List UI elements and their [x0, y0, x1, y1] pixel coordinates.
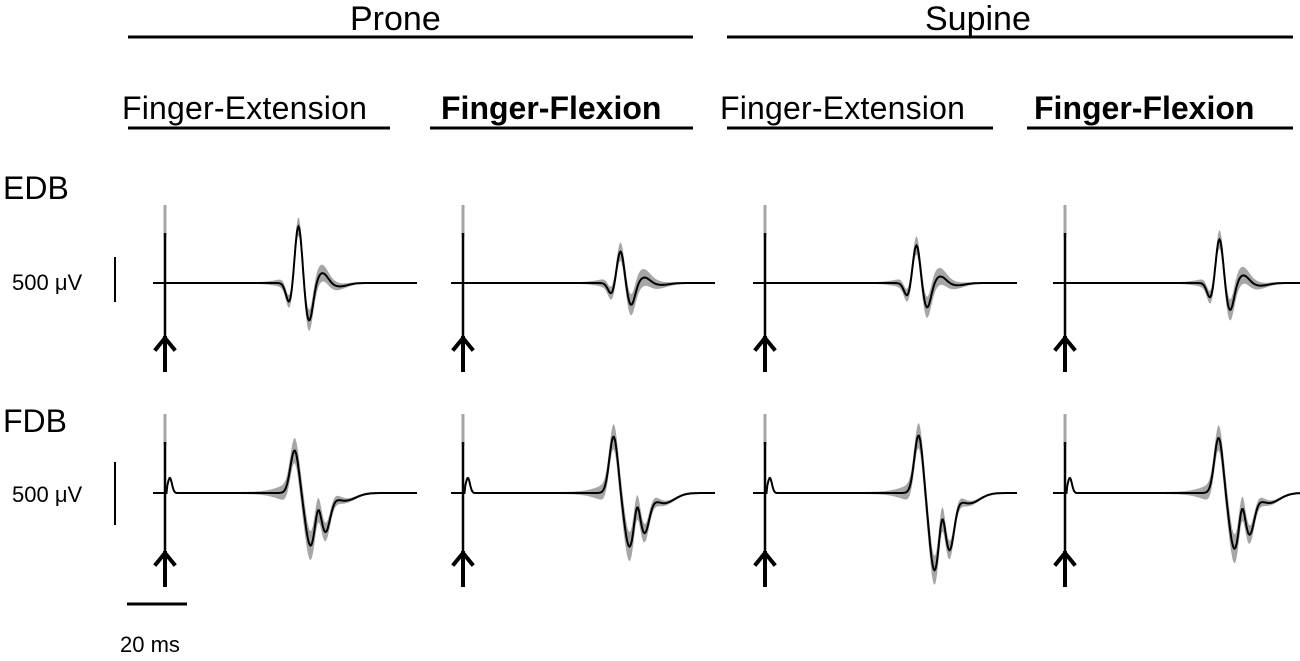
panel-edb-2 [753, 205, 1017, 372]
sd-band-edb-2 [767, 236, 1017, 318]
arrow-up-icon [1053, 334, 1077, 372]
condition-label-supine-flexion: Finger-Flexion [1034, 90, 1255, 126]
panel-fdb-1 [451, 414, 715, 587]
mean-trace-fdb-2 [753, 434, 1017, 572]
arrow-up-icon [451, 549, 475, 587]
muscle-label-fdb: FDB [3, 403, 67, 439]
mean-trace-edb-0 [153, 224, 417, 322]
muscle-label-edb: EDB [3, 170, 69, 206]
condition-label-supine-extension: Finger-Extension [720, 90, 966, 126]
panel-fdb-2 [753, 414, 1017, 587]
posture-header-prone: Prone [350, 0, 441, 38]
arrow-up-icon [1053, 549, 1077, 587]
arrow-up-icon [153, 334, 177, 372]
arrow-up-icon [753, 549, 777, 587]
arrow-up-icon [153, 549, 177, 587]
condition-label-prone-flexion: Finger-Flexion [441, 90, 662, 126]
sd-band-edb-1 [465, 242, 715, 316]
sd-band-edb-0 [167, 217, 417, 331]
mean-trace-fdb-3 [1053, 436, 1300, 550]
sd-band-fdb-2 [767, 423, 1017, 585]
amplitude-scale-label-fdb: 500 μV [12, 482, 83, 507]
mean-trace-fdb-0 [153, 449, 417, 547]
mean-trace-edb-2 [753, 243, 1017, 309]
panel-edb-1 [451, 205, 715, 372]
mean-trace-edb-3 [1053, 237, 1300, 312]
arrow-up-icon [451, 334, 475, 372]
panel-fdb-3 [1053, 414, 1300, 587]
posture-header-supine: Supine [925, 0, 1031, 38]
panel-edb-3 [1053, 205, 1300, 372]
panel-fdb-0 [153, 414, 417, 587]
condition-label-prone-extension: Finger-Extension [122, 90, 368, 126]
mean-trace-fdb-1 [451, 435, 715, 548]
sd-band-fdb-3 [1067, 425, 1300, 564]
panel-edb-0 [153, 205, 417, 372]
arrow-up-icon [753, 334, 777, 372]
mean-trace-edb-1 [451, 250, 715, 306]
sd-band-edb-3 [1067, 230, 1300, 321]
time-scale-label: 20 ms [120, 632, 180, 657]
amplitude-scale-label-edb: 500 μV [12, 270, 83, 295]
